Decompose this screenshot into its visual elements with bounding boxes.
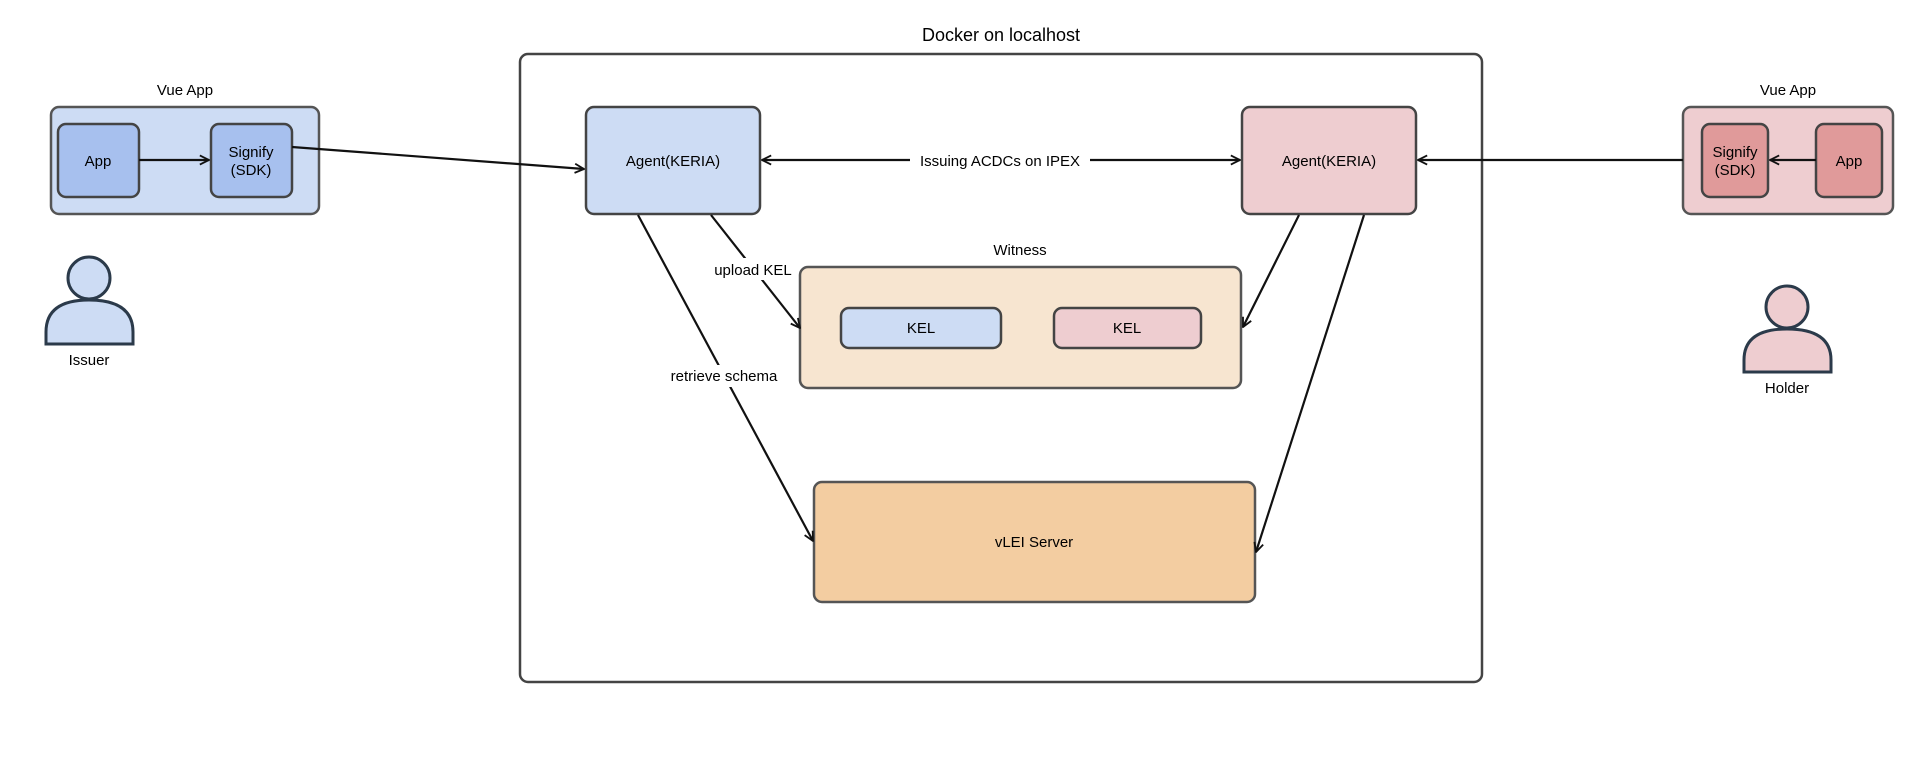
agent-left-label: Agent(KERIA) — [626, 153, 720, 170]
holder-signify-label: Signify — [1712, 144, 1758, 161]
issuer-signify-label: Signify — [228, 144, 274, 161]
issuer-signify-sdk-label: (SDK) — [231, 162, 272, 179]
edge-agent-right-to-vlei — [1256, 214, 1366, 552]
issuer-person-icon — [44, 255, 135, 346]
edge-agent-right-to-witness — [1242, 214, 1300, 327]
holder-signify-sdk-label: (SDK) — [1715, 162, 1756, 179]
upload-kel-label-bg — [711, 258, 795, 280]
docker-title: Docker on localhost — [922, 25, 1080, 45]
agent-right-box — [1240, 105, 1418, 216]
issuer-label: Issuer — [69, 352, 110, 369]
ipex-label-bg — [910, 148, 1090, 172]
holder-vue-app-label: Vue App — [1760, 82, 1816, 99]
holder-app-label: App — [1836, 153, 1863, 170]
edge-signify-to-agent-left — [291, 145, 584, 169]
ipex-label: Issuing ACDCs on IPEX — [920, 153, 1080, 170]
holder-person-icon — [1742, 284, 1833, 374]
kel-right-label: KEL — [1113, 320, 1141, 337]
holder-signify-box — [1700, 122, 1770, 199]
upload-kel-label: upload KEL — [714, 262, 792, 279]
kel-left-label: KEL — [907, 320, 935, 337]
holder-label: Holder — [1765, 380, 1809, 397]
vlei-server-label: vLEI Server — [995, 534, 1073, 551]
issuer-app-label: App — [85, 153, 112, 170]
retrieve-schema-label: retrieve schema — [671, 368, 778, 385]
kel-left-box — [839, 306, 1003, 350]
kel-right-box — [1052, 306, 1203, 350]
issuer-signify-box — [209, 122, 294, 199]
agent-right-label: Agent(KERIA) — [1282, 153, 1376, 170]
issuer-vue-app-label: Vue App — [157, 82, 213, 99]
witness-title: Witness — [993, 242, 1046, 259]
retrieve-schema-label-bg — [666, 365, 782, 387]
agent-left-box — [584, 105, 762, 216]
